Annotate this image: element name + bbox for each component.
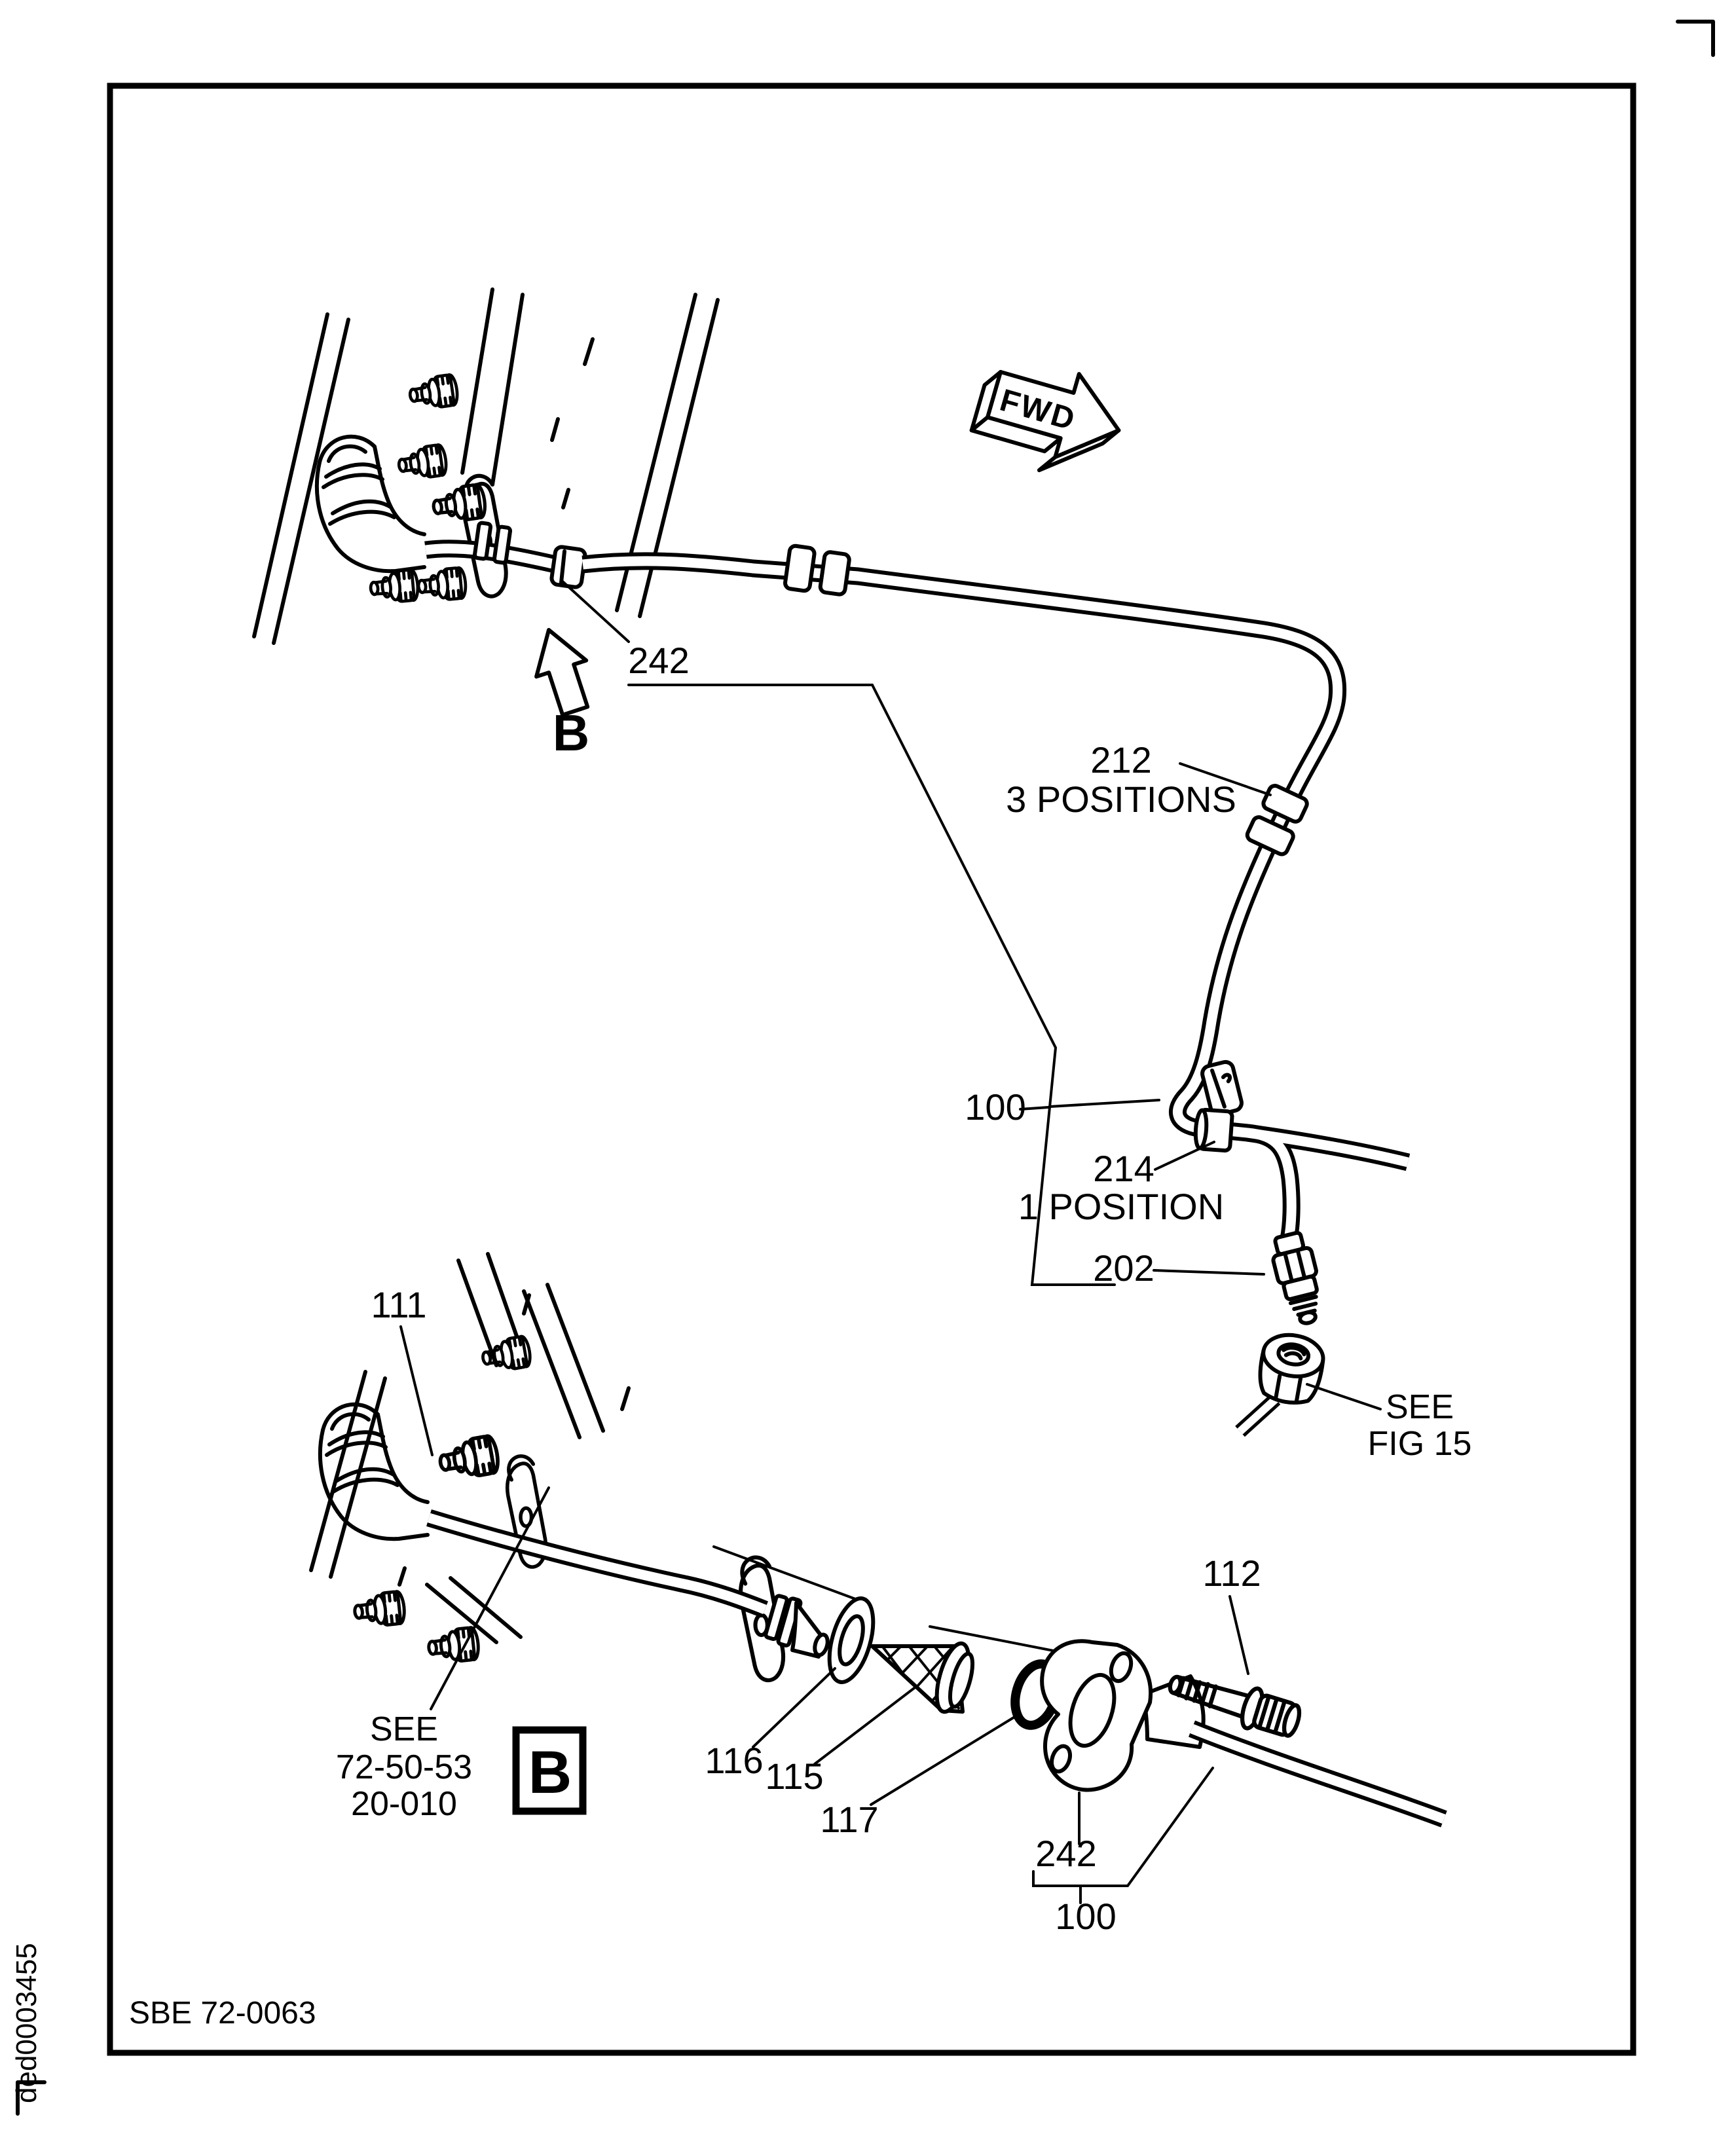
fitting-202 [1271,1230,1319,1325]
upper-assembly [252,287,1411,1437]
ferrule-band [764,1594,789,1642]
callout-242-upper: 242 [628,640,689,681]
callout-202: 202 [1093,1247,1154,1289]
leader-100 [1019,1099,1160,1111]
page-border [107,83,1636,2056]
nut-see-fig15 [1235,1333,1325,1437]
nozzle-tip [813,1632,830,1657]
callout-112: 112 [1202,1553,1261,1594]
leader-see-fig15 [1306,1383,1382,1410]
figure-code: SBE 72-0063 [129,1996,316,2031]
callout-115: 115 [765,1756,823,1797]
ref-task-line2: 72-50-53 [336,1748,472,1786]
locknut-fitting [432,484,487,524]
detail-b-label: B [528,1739,572,1806]
coupling-nut-242 [549,545,587,589]
leader-112 [1228,1595,1249,1675]
callout-100-upper: 100 [965,1086,1025,1128]
leader-212 [1179,762,1272,796]
ref-task-line1: SEE [370,1710,438,1748]
ref-fig15-line2: FIG 15 [1368,1425,1472,1463]
tube-collar [492,524,513,565]
upper-callouts: 242 212 3 POSITIONS 100 214 1 POSITION 2… [560,579,1472,1463]
bolt-112 [1168,1674,1302,1738]
fwd-arrow: FWD [969,370,1121,473]
detail-b-box [512,1726,587,1815]
leader-see-task [430,1486,550,1710]
crop-mark-top-right [1676,20,1715,57]
locknut-fitting [417,567,467,602]
locknut-fitting [397,444,448,481]
ref-fig15-line1: SEE [1386,1388,1454,1426]
grouping-line-242-100 [627,684,1116,1286]
callout-212-note: 3 POSITIONS [1006,779,1236,820]
ref-task-line3: 20-010 [351,1785,457,1823]
callout-214-note: 1 POSITION [1018,1186,1224,1227]
locknut-fitting [408,374,459,411]
leader-116 [752,1667,836,1748]
leader-111 [399,1325,434,1456]
flange-242 [1040,1639,1153,1792]
leader-117 [870,1713,1020,1806]
elbow-hose-upper [317,437,424,571]
view-b-arrow: B [534,628,590,762]
leader-115 [813,1685,918,1765]
doc-number: ded0003455 [10,1943,43,2103]
callout-212: 212 [1090,739,1151,781]
lower-callouts: 111 116 115 117 112 SEE 72-50-53 20-010 … [336,1284,1261,1937]
locknut-fitting [353,1591,405,1628]
leader-242 [560,579,630,643]
locknut-fitting [369,569,419,604]
fuel-tube-100 [582,552,1411,1241]
view-b-label: B [553,704,589,762]
callout-242-lower: 242 [1035,1833,1096,1874]
callout-111: 111 [371,1284,426,1325]
bracket-214 [1200,1059,1244,1117]
callout-100-lower: 100 [1055,1896,1116,1937]
leader-214 [1154,1141,1215,1171]
callout-117: 117 [820,1799,878,1840]
strainer-115 [870,1641,975,1714]
sleeve-214 [1193,1107,1234,1153]
gasket-116 [827,1596,876,1684]
callout-214: 214 [1093,1148,1154,1189]
bulkhead-beams-upper [252,287,720,645]
tube-collar [472,521,493,561]
locknut-fitting-111 [437,1435,500,1481]
lower-assembly [309,1252,1447,1828]
crop-mark-bottom-left [16,2080,46,2116]
leader-202 [1153,1269,1265,1276]
